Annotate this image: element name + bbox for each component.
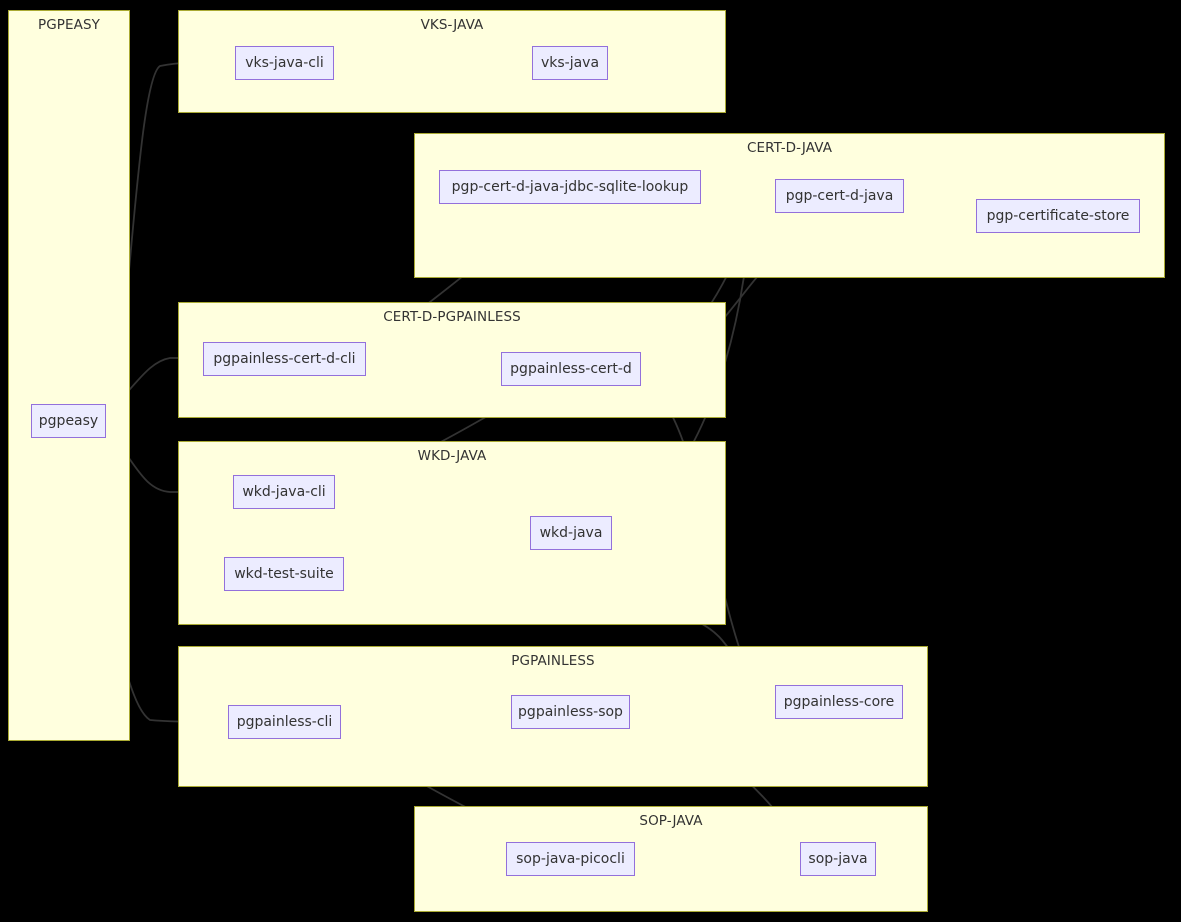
cluster-title-pgpainless: PGPAINLESS bbox=[511, 653, 595, 669]
node-pgpainless-sop[interactable]: pgpainless-sop bbox=[511, 695, 630, 729]
node-wkd-test-suite[interactable]: wkd-test-suite bbox=[224, 557, 344, 591]
node-wkd-java[interactable]: wkd-java bbox=[530, 516, 612, 550]
node-label: vks-java bbox=[540, 55, 600, 71]
cluster-title-vks-java: VKS-JAVA bbox=[420, 17, 484, 33]
node-label: wkd-java-cli bbox=[242, 484, 326, 500]
cluster-wkd-java: WKD-JAVA bbox=[178, 441, 726, 625]
node-vks-java[interactable]: vks-java bbox=[532, 46, 608, 80]
node-pgpainless-cert-d[interactable]: pgpainless-cert-d bbox=[501, 352, 641, 386]
node-pgpainless-cert-d-cli[interactable]: pgpainless-cert-d-cli bbox=[203, 342, 366, 376]
node-wkd-java-cli[interactable]: wkd-java-cli bbox=[233, 475, 335, 509]
node-sop-java[interactable]: sop-java bbox=[800, 842, 876, 876]
node-label: pgpeasy bbox=[38, 413, 99, 429]
node-label: vks-java-cli bbox=[245, 55, 324, 71]
node-label: wkd-test-suite bbox=[234, 566, 334, 582]
node-pgp-cert-d-java-jdbc-sqlite-lookup[interactable]: pgp-cert-d-java-jdbc-sqlite-lookup bbox=[439, 170, 701, 204]
node-label: pgp-cert-d-java bbox=[785, 188, 894, 204]
node-label: sop-java bbox=[808, 851, 868, 867]
node-pgp-cert-d-java[interactable]: pgp-cert-d-java bbox=[775, 179, 904, 213]
node-pgpainless-cli[interactable]: pgpainless-cli bbox=[228, 705, 341, 739]
node-pgpainless-core[interactable]: pgpainless-core bbox=[775, 685, 903, 719]
node-label: pgpainless-cert-d-cli bbox=[213, 351, 356, 367]
node-label: wkd-java bbox=[539, 525, 603, 541]
cluster-pgpeasy: PGPEASY bbox=[8, 10, 130, 741]
node-label: pgpainless-cert-d bbox=[510, 361, 632, 377]
node-sop-java-picocli[interactable]: sop-java-picocli bbox=[506, 842, 635, 876]
node-label: pgp-cert-d-java-jdbc-sqlite-lookup bbox=[451, 179, 689, 195]
cluster-title-sop-java: SOP-JAVA bbox=[639, 813, 703, 829]
cluster-title-wkd-java: WKD-JAVA bbox=[417, 448, 487, 464]
cluster-title-cert-d-pgpainless: CERT-D-PGPAINLESS bbox=[383, 309, 521, 325]
node-label: sop-java-picocli bbox=[516, 851, 625, 867]
node-pgpeasy[interactable]: pgpeasy bbox=[31, 404, 106, 438]
node-label: pgp-certificate-store bbox=[986, 208, 1130, 224]
cluster-title-pgpeasy: PGPEASY bbox=[37, 17, 101, 33]
node-label: pgpainless-core bbox=[783, 694, 895, 710]
cluster-title-cert-d-java: CERT-D-JAVA bbox=[746, 140, 833, 156]
node-vks-java-cli[interactable]: vks-java-cli bbox=[235, 46, 334, 80]
node-label: pgpainless-cli bbox=[236, 714, 333, 730]
node-label: pgpainless-sop bbox=[518, 704, 623, 720]
node-pgp-certificate-store[interactable]: pgp-certificate-store bbox=[976, 199, 1140, 233]
